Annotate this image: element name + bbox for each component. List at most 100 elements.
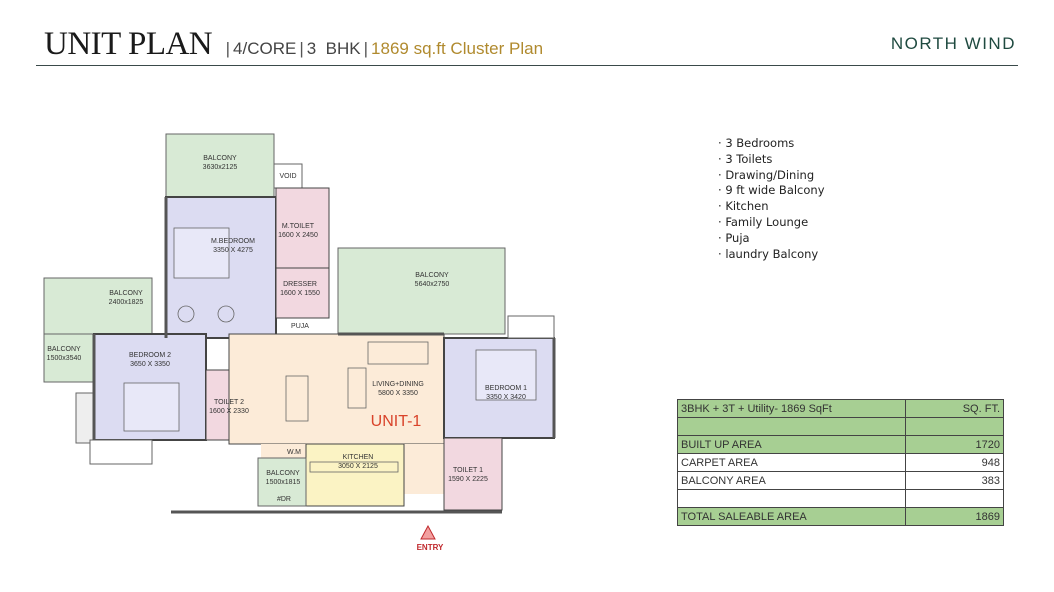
unit-label: UNIT-1 <box>371 413 422 430</box>
size-balcony-left-top: 2400x1825 <box>109 299 144 306</box>
table-cell-value <box>905 489 1004 508</box>
feature-item: laundry Balcony <box>718 247 825 263</box>
room-labels: BALCONY 3630x2125 VOID M.TOILET 1600 X 2… <box>47 155 527 503</box>
label-washing-machine: W.M <box>287 449 301 456</box>
table-cell-value: 1869 <box>905 507 1004 526</box>
header-divider <box>36 65 1018 66</box>
size-toilet-master: 1600 X 2450 <box>278 232 318 239</box>
size-living-dining: 5800 X 3350 <box>378 390 418 397</box>
label-toilet-master: M.TOILET <box>282 223 315 230</box>
floor-plan: BALCONY 3630x2125 VOID M.TOILET 1600 X 2… <box>43 133 556 552</box>
bed-bedroom-1 <box>475 349 537 401</box>
table-cell-value: 383 <box>905 471 1004 490</box>
table-cell-label: BALCONY AREA <box>677 471 906 490</box>
balcony-top-fill <box>165 133 275 198</box>
features-list: 3 Bedrooms 3 Toilets Drawing/Dining 9 ft… <box>718 136 825 263</box>
sofa-side <box>347 367 367 409</box>
walls <box>92 197 556 514</box>
size-toilet-2: 1600 X 2330 <box>209 408 249 415</box>
label-puja: PUJA <box>291 323 309 330</box>
label-void: VOID <box>279 173 296 180</box>
table-cell-label: CARPET AREA <box>677 453 906 472</box>
table-cell-label: TOTAL SALEABLE AREA <box>677 507 906 526</box>
label-balcony-left-top: BALCONY <box>109 290 143 297</box>
brand-logo: NORTH WIND <box>890 34 1016 53</box>
label-dresser: DRESSER <box>283 281 317 288</box>
furniture <box>123 227 537 473</box>
area-table: 3BHK + 3T + Utility- 1869 SqFt SQ. FT. B… <box>677 399 1004 526</box>
table-row: BUILT UP AREA 1720 <box>677 435 1004 454</box>
size-balcony-right: 5640x2750 <box>415 281 450 288</box>
size-balcony-top: 3630x2125 <box>203 164 238 171</box>
dining-table <box>285 375 309 422</box>
title-main: UNIT PLAN <box>44 26 213 62</box>
balcony-left-fill <box>43 333 95 383</box>
feature-item: Puja <box>718 231 825 247</box>
label-dr: #DR <box>277 496 291 503</box>
feature-item: 3 Bedrooms <box>718 136 825 152</box>
table-row: CARPET AREA 948 <box>677 453 1004 472</box>
feature-item: Kitchen <box>718 199 825 215</box>
size-bedroom-1: 3350 X 3420 <box>486 394 526 401</box>
feature-item: Drawing/Dining <box>718 168 825 184</box>
kitchen-counter <box>309 461 399 473</box>
balcony-bedroom1-side <box>507 315 555 339</box>
label-kitchen: KITCHEN <box>343 454 374 461</box>
balcony-left-top-fill <box>43 277 153 335</box>
size-balcony-left: 1500x3540 <box>47 355 82 362</box>
table-cell-label <box>677 489 906 508</box>
feature-item: 3 Toilets <box>718 152 825 168</box>
toilet-master-fill <box>275 187 330 269</box>
bed-bedroom-2 <box>123 382 180 432</box>
label-toilet-2: TOILET 2 <box>214 399 244 406</box>
table-cell-value <box>905 417 1004 436</box>
size-toilet-1: 1590 X 2225 <box>448 476 488 483</box>
size-bedroom-2: 3650 X 3350 <box>130 361 170 368</box>
page-title: UNIT PLAN |4/CORE|3 BHK|1869 sq.ft Clust… <box>44 26 543 63</box>
label-balcony-left: BALCONY <box>47 346 81 353</box>
size-kitchen: 3050 X 2125 <box>338 463 378 470</box>
balcony-right-fill <box>337 247 506 335</box>
bed-master <box>173 227 230 279</box>
title-subtitle: |4/CORE|3 BHK|1869 sq.ft Cluster Plan <box>225 39 544 58</box>
sofa <box>367 341 429 365</box>
ledge-bottom-left <box>89 439 153 465</box>
title-core: 4/CORE <box>233 39 297 58</box>
chair-1 <box>177 305 195 323</box>
table-cell-label <box>677 417 906 436</box>
table-row <box>677 489 1004 508</box>
balcony-utility-fill <box>257 457 307 507</box>
table-row: BALCONY AREA 383 <box>677 471 1004 490</box>
label-balcony-right: BALCONY <box>415 272 449 279</box>
title-bhk: BHK <box>325 39 361 58</box>
feature-item: 9 ft wide Balcony <box>718 183 824 199</box>
label-bedroom-2: BEDROOM 2 <box>129 352 171 359</box>
dresser-fill <box>275 267 330 319</box>
label-bedroom-1: BEDROOM 1 <box>485 385 527 392</box>
title-bhk-number: 3 <box>306 39 317 58</box>
table-cell-value: 948 <box>905 453 1004 472</box>
table-cell-value: 1720 <box>905 435 1004 454</box>
table-total-row: TOTAL SALEABLE AREA 1869 <box>677 507 1004 526</box>
title-area: 1869 sq.ft Cluster Plan <box>371 39 544 58</box>
toilet-1-fill <box>443 437 503 511</box>
table-cell-label: BUILT UP AREA <box>677 435 906 454</box>
entry-label: ENTRY <box>417 543 444 552</box>
table-header-label: 3BHK + 3T + Utility- 1869 SqFt <box>677 399 906 418</box>
label-balcony-utility: BALCONY <box>266 470 300 477</box>
balcony-bedroom2-side <box>75 392 95 444</box>
label-living-dining: LIVING+DINING <box>372 381 424 388</box>
chair-2 <box>217 305 235 323</box>
table-header-value: SQ. FT. <box>905 399 1004 418</box>
feature-item: Family Lounge <box>718 215 825 231</box>
table-row <box>677 417 1004 436</box>
page-header: UNIT PLAN |4/CORE|3 BHK|1869 sq.ft Clust… <box>0 0 1054 68</box>
entry-marker: ENTRY <box>417 524 444 552</box>
kitchen-fill <box>305 443 405 507</box>
size-balcony-utility: 1500x1815 <box>266 479 301 486</box>
size-dresser: 1600 X 1550 <box>280 290 320 297</box>
label-balcony-top: BALCONY <box>203 155 237 162</box>
entry-arrow-icon <box>420 524 436 540</box>
label-toilet-1: TOILET 1 <box>453 467 483 474</box>
table-header-row: 3BHK + 3T + Utility- 1869 SqFt SQ. FT. <box>677 399 1004 418</box>
